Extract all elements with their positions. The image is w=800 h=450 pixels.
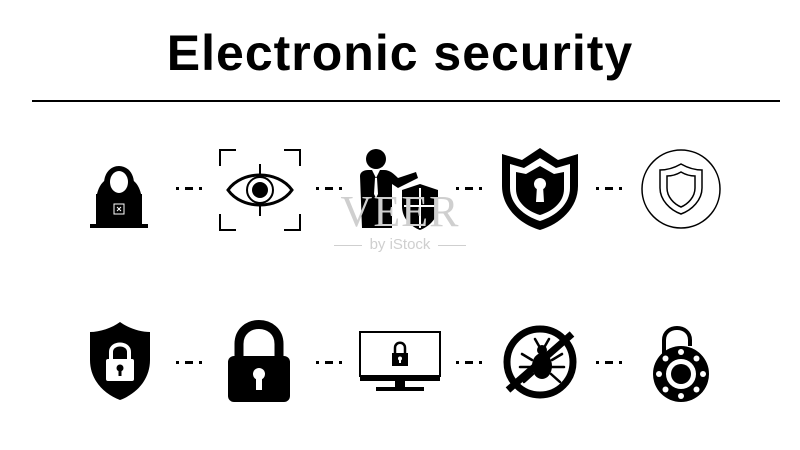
shield-padlock-icon [90,322,150,400]
separator-dots [596,186,622,190]
separator-dots [176,360,202,364]
separator-dots [596,360,622,364]
monitor-padlock-icon [359,331,441,391]
businessman-shield-icon [360,149,438,230]
page-title: Electronic security [166,25,634,81]
padlock-icon [228,320,290,402]
title-divider [32,100,780,102]
shield-keyhole-icon [502,148,578,230]
eye-scan-icon [219,149,301,231]
separator-dots [176,186,202,190]
separator-dots [316,360,342,364]
hacker-laptop-icon [90,166,148,228]
combination-lock-icon [653,326,709,402]
separator-dots [456,186,482,190]
watermark-byline: by iStock [320,236,480,254]
separator-dots [456,360,482,364]
shield-circle-icon [641,149,721,229]
separator-dots [316,186,342,190]
no-bug-icon [503,325,577,399]
